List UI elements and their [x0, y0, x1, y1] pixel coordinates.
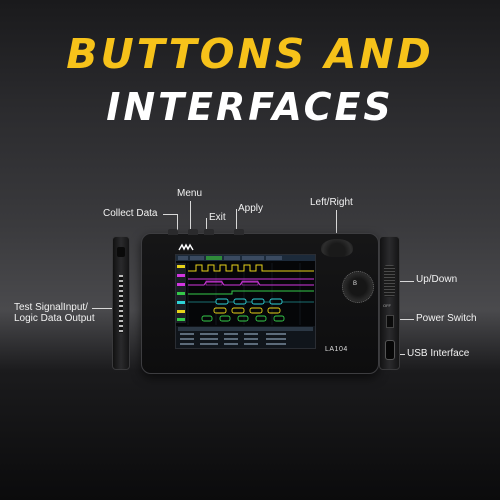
up-down-callout: Up/Down	[416, 274, 458, 285]
left-right-leader	[336, 210, 337, 240]
signal-pin-header	[119, 275, 123, 333]
up-down-wheel[interactable]: B	[342, 271, 374, 303]
logic-waveform-display	[176, 255, 315, 348]
left-right-callout: Left/Right	[310, 197, 353, 208]
left-right-wheel[interactable]	[321, 239, 353, 257]
headline-line-1: BUTTONS AND	[66, 30, 434, 78]
exit-button[interactable]	[204, 229, 214, 235]
apply-leader	[236, 209, 237, 235]
menu-button[interactable]	[188, 229, 198, 235]
collect-data-callout: Collect Data	[103, 208, 158, 219]
test-signal-leader	[92, 308, 118, 309]
model-label: LA104	[325, 346, 348, 353]
switch-label: OFF	[383, 303, 391, 308]
test-signal-callout-line-2: Logic Data Output	[14, 313, 95, 324]
apply-button[interactable]	[234, 229, 244, 235]
device-screen	[175, 254, 316, 349]
brand-logo-icon	[178, 243, 194, 251]
power-switch-callout: Power Switch	[416, 313, 477, 324]
floor-shadow	[0, 370, 500, 500]
usb-port[interactable]	[385, 340, 395, 360]
wheel-label: B	[353, 281, 358, 287]
menu-leader	[190, 201, 191, 235]
side-notch	[117, 247, 125, 257]
headline-line-2: INTERFACES	[106, 85, 394, 129]
device-right-side: OFF	[379, 236, 400, 370]
exit-leader	[206, 218, 207, 235]
apply-callout: Apply	[238, 203, 264, 214]
exit-callout: Exit	[209, 212, 226, 223]
usb-interface-callout: USB Interface	[407, 348, 470, 359]
menu-callout: Menu	[177, 188, 203, 199]
collect-data-leader-h	[163, 214, 177, 215]
collect-data-button[interactable]	[168, 229, 178, 235]
scroll-wheel-edge[interactable]	[384, 265, 395, 297]
device-left-side	[112, 236, 130, 370]
power-switch-leader	[392, 319, 414, 320]
power-switch[interactable]	[386, 315, 394, 328]
test-signal-callout-line-1: Test SignalInput/	[14, 302, 88, 313]
up-down-leader	[390, 281, 414, 282]
collect-data-leader-v	[177, 214, 178, 235]
